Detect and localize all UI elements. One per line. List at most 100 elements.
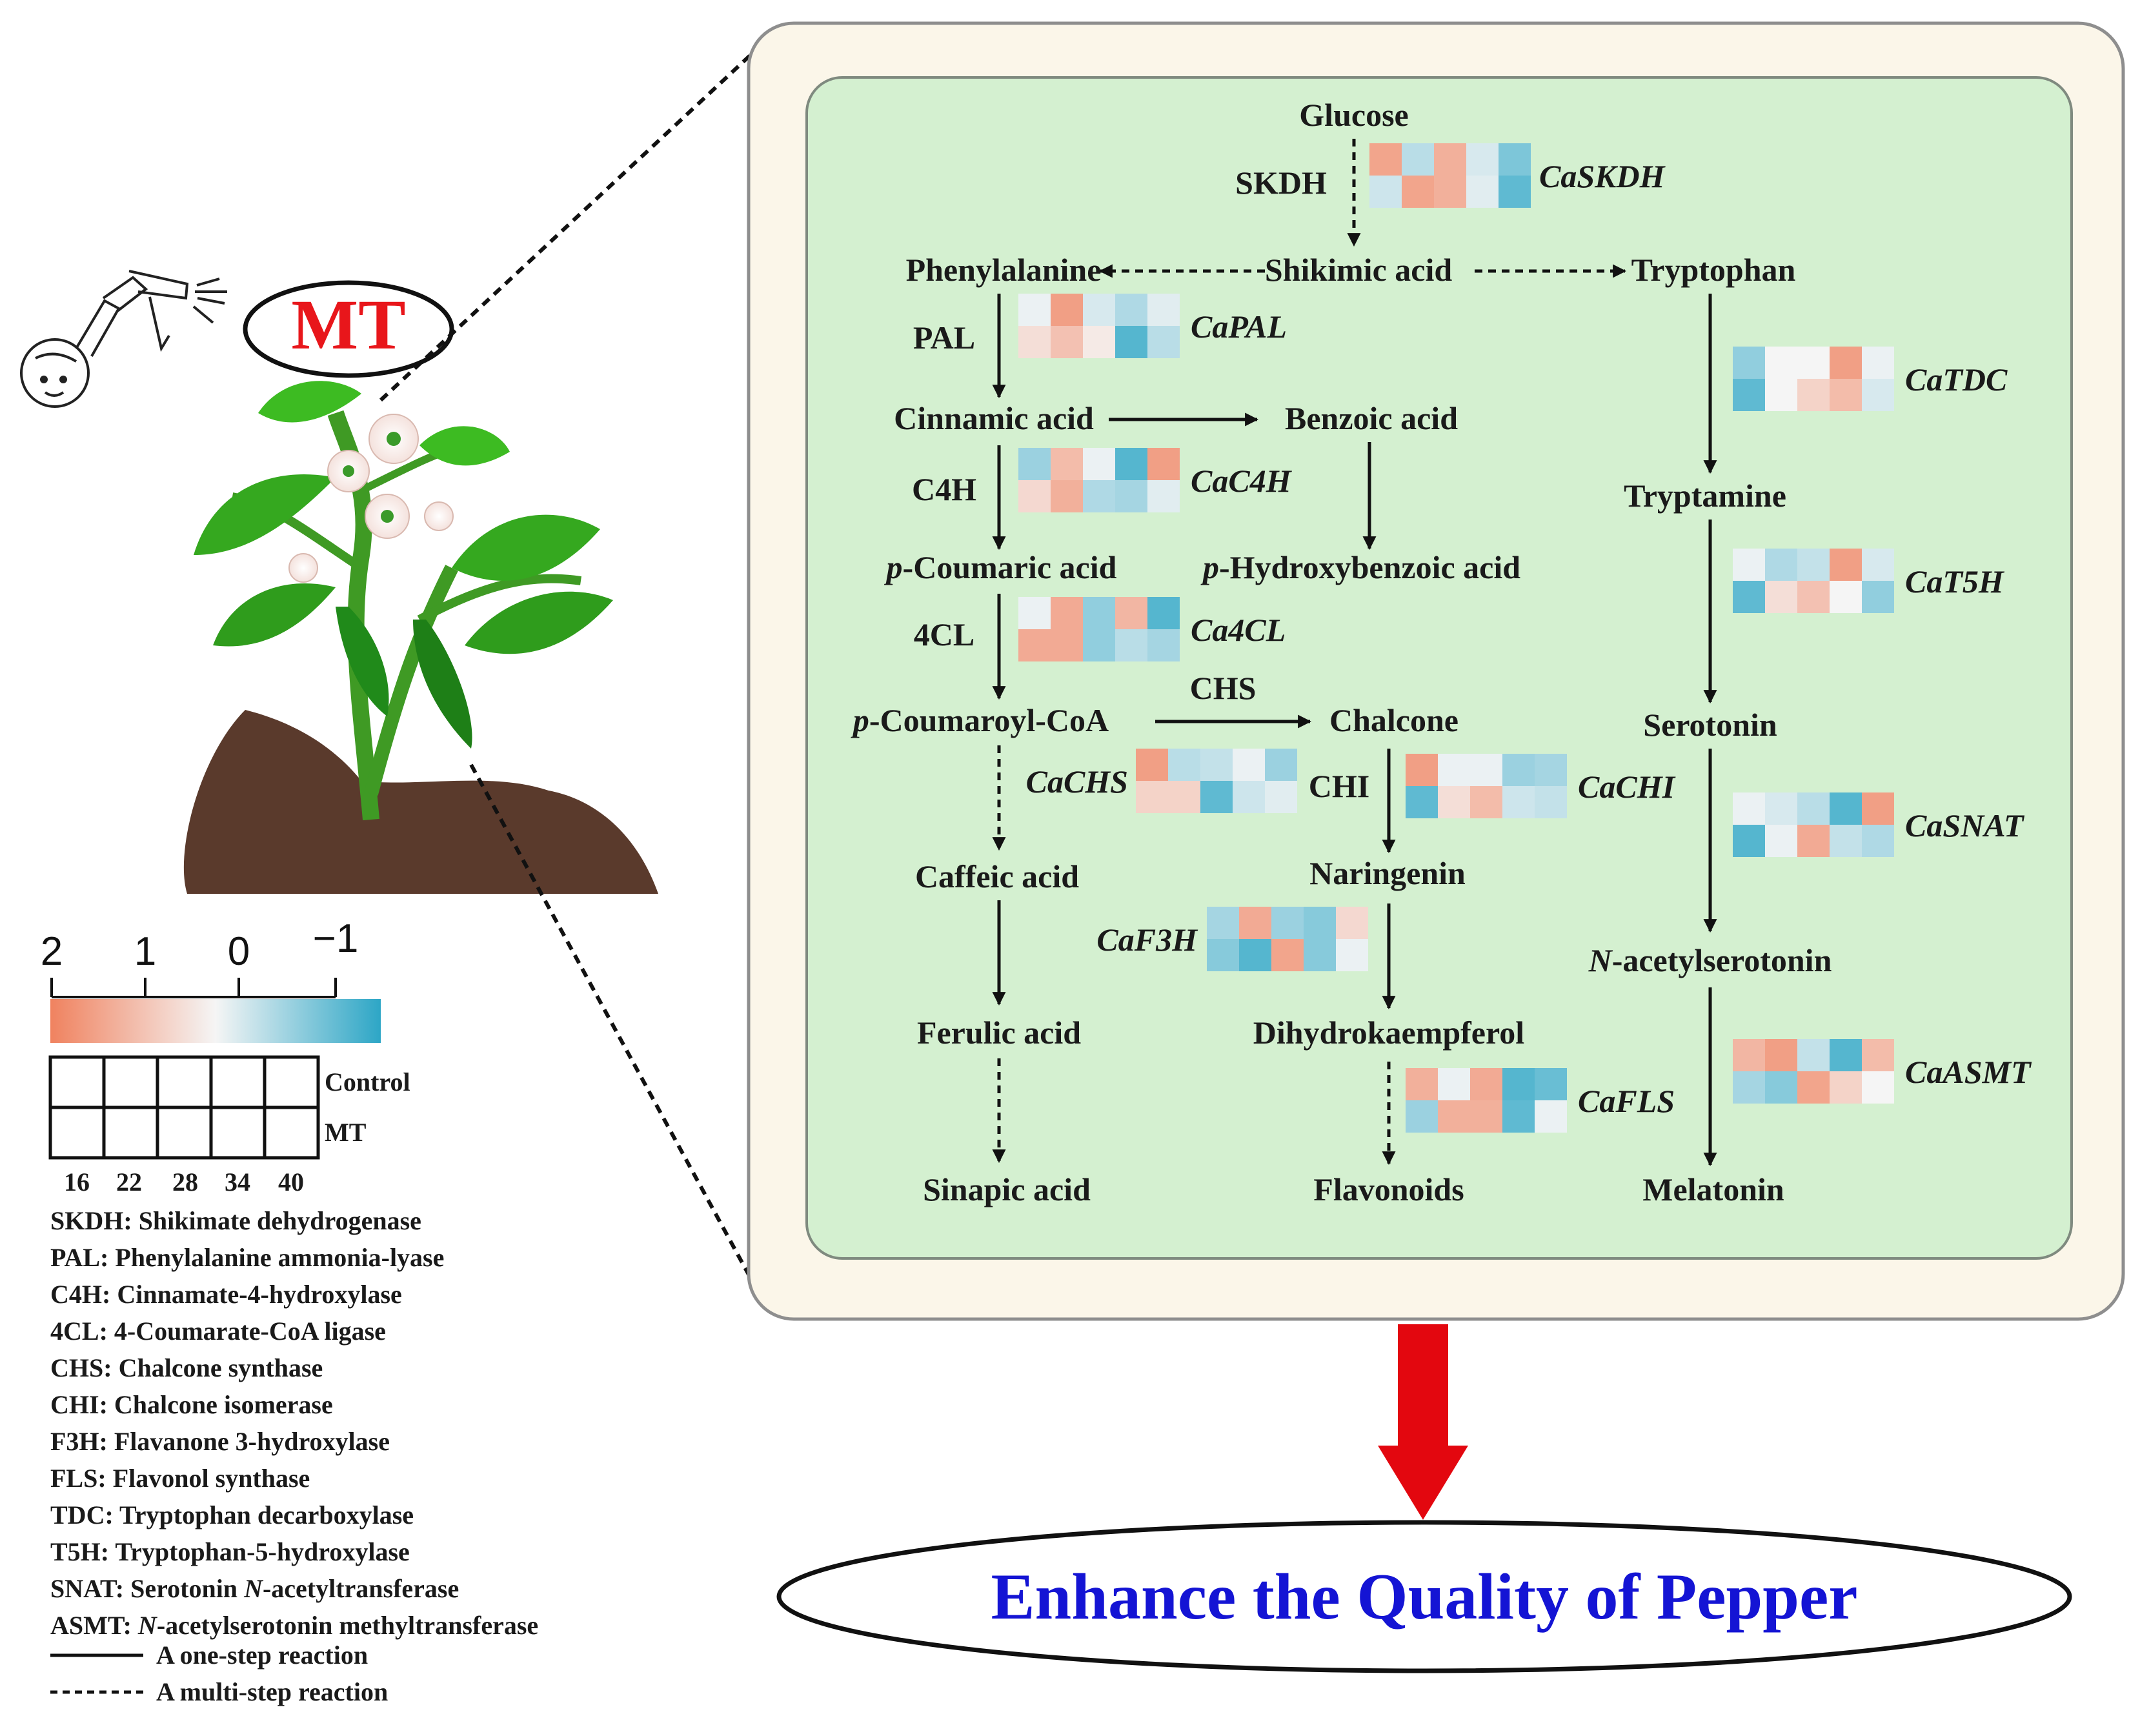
heatmap-casnat: CaSNAT	[1733, 792, 2025, 857]
heatmap-cell	[1470, 1100, 1502, 1133]
heatmap-cell	[1336, 939, 1368, 971]
abbreviation-item: 4CL: 4-Coumarate-CoA ligase	[50, 1317, 386, 1346]
heatmap-cell	[1830, 549, 1862, 581]
heatmap-cell	[1862, 825, 1894, 857]
mt-label: MT	[291, 285, 405, 364]
heatmap-cell	[1862, 549, 1894, 581]
heatmap-cell	[1797, 581, 1830, 613]
gene-label: CaSNAT	[1905, 807, 2025, 843]
heatmap-cell	[1535, 786, 1567, 818]
legend-col-label: 34	[225, 1167, 250, 1196]
metabolite-tryptamine: Tryptamine	[1624, 478, 1786, 514]
heatmap-cell	[1018, 597, 1051, 629]
heatmap-cell	[1406, 1100, 1438, 1133]
metabolite-caffeic-acid: Caffeic acid	[915, 858, 1079, 894]
heatmap-cell	[1733, 581, 1765, 613]
enzyme-c4h: C4H	[912, 471, 976, 507]
legend-col-label: 22	[116, 1167, 142, 1196]
heatmap-cell	[1470, 1068, 1502, 1100]
metabolite-tryptophan: Tryptophan	[1631, 252, 1796, 288]
abbreviation-abbr: 4CL:	[50, 1317, 108, 1346]
heatmap-cachs: CaCHS	[1026, 749, 1297, 813]
heatmap-cell	[1207, 939, 1239, 971]
scale-tick-label: 1	[134, 929, 156, 974]
abbreviation-pre: Cinnamate-4-hydroxylase	[110, 1280, 401, 1309]
gene-label: CaC4H	[1191, 463, 1293, 499]
heatmap-caasmt: CaASMT	[1733, 1039, 2032, 1104]
abbreviation-pre: Chalcone synthase	[112, 1353, 323, 1382]
heatmap-cell	[1018, 480, 1051, 512]
heatmap-cell	[1797, 825, 1830, 857]
metabolite-cinnamic-acid: Cinnamic acid	[894, 400, 1094, 436]
metabolite-labels: Glucose Shikimic acid Phenylalanine Tryp…	[851, 97, 1832, 1207]
metabolite-flavonoids: Flavonoids	[1313, 1171, 1464, 1207]
heatmap-cell	[1499, 143, 1531, 176]
heatmap-cell	[1115, 480, 1147, 512]
abbreviation-item: CHS: Chalcone synthase	[50, 1353, 323, 1382]
abbreviation-abbr: FLS:	[50, 1464, 106, 1493]
abbreviation-abbr: ASMT:	[50, 1611, 132, 1640]
heatmap-ca4cl: Ca4CL	[1018, 597, 1286, 661]
abbreviation-item: SNAT: Serotonin N-acetyltransferase	[50, 1574, 459, 1603]
heatmap-cell	[1136, 749, 1168, 781]
heatmap-cell	[1765, 379, 1797, 411]
spray-bottle-icon	[20, 270, 227, 408]
heatmap-capal: CaPAL	[1018, 294, 1287, 358]
p-prefix: p	[1200, 549, 1219, 585]
abbreviation-abbr: F3H:	[50, 1427, 108, 1456]
metabolite-ferulic-acid: Ferulic acid	[917, 1014, 1081, 1051]
heatmap-cell	[1535, 754, 1567, 786]
enzyme-4cl: 4CL	[914, 616, 974, 652]
legend-multi-step: A multi-step reaction	[156, 1677, 388, 1706]
abbreviation-pre: Tryptophan-5-hydroxylase	[109, 1537, 410, 1566]
abbreviation-abbr: SNAT:	[50, 1574, 124, 1603]
heatmap-cell	[1051, 448, 1083, 480]
heatmap-cell	[1765, 825, 1797, 857]
metabolite-p-hydroxybenzoic-acid: p-Hydroxybenzoic acid	[1200, 549, 1520, 585]
heatmap-cell	[1147, 294, 1180, 326]
heatmap-cafls: CaFLS	[1406, 1068, 1675, 1133]
heatmap-cell	[1200, 749, 1233, 781]
gene-label: CaT5H	[1905, 563, 2005, 600]
abbreviation-pre: Serotonin	[124, 1574, 244, 1603]
heatmap-cell	[1733, 549, 1765, 581]
heatmap-cell	[1733, 825, 1765, 857]
metabolite-glucose: Glucose	[1299, 97, 1408, 133]
enzyme-chs: CHS	[1190, 670, 1257, 706]
heatmap-cell	[1499, 176, 1531, 208]
heatmap-cell	[1147, 326, 1180, 358]
metabolite-naringenin: Naringenin	[1309, 855, 1466, 891]
metabolite-phenylalanine: Phenylalanine	[906, 252, 1102, 288]
enzyme-labels: SKDH PAL C4H 4CL CHS CHI	[912, 165, 1369, 804]
legend-row-mt: MT	[325, 1118, 367, 1147]
heatmap-cell	[1147, 448, 1180, 480]
hydroxybenzoic-text: -Hydroxybenzoic acid	[1219, 549, 1520, 585]
abbreviation-pre: Phenylalanine ammonia-lyase	[108, 1243, 444, 1272]
soil-mound-icon	[183, 710, 658, 894]
heatmap-cell	[1535, 1068, 1567, 1100]
heatmap-cell	[1369, 176, 1402, 208]
zoom-line-top	[379, 37, 770, 402]
heatmap-cell	[1147, 480, 1180, 512]
p-prefix: p	[884, 549, 903, 585]
metabolite-p-coumaric-acid: p-Coumaric acid	[884, 549, 1117, 585]
abbreviation-abbr: TDC:	[50, 1500, 114, 1529]
gene-label: Ca4CL	[1191, 612, 1286, 648]
abbreviation-pre: Chalcone isomerase	[108, 1390, 333, 1419]
heatmap-cell	[1207, 907, 1239, 939]
heatmap-cell	[1233, 781, 1265, 813]
heatmap-cell	[1051, 629, 1083, 661]
abbreviation-ital: N	[137, 1611, 158, 1640]
heatmap-cell	[1438, 786, 1470, 818]
abbreviation-item: C4H: Cinnamate-4-hydroxylase	[50, 1280, 402, 1309]
heatmap-cell	[1502, 1100, 1535, 1133]
heatmap-cell	[1406, 786, 1438, 818]
heatmap-cell	[1830, 379, 1862, 411]
heatmap-cell	[1830, 792, 1862, 825]
heatmap-cell	[1336, 907, 1368, 939]
acetylserotonin-text: -acetylserotonin	[1612, 942, 1832, 978]
heatmap-cell	[1862, 379, 1894, 411]
abbreviation-pre	[132, 1611, 138, 1640]
heatmap-cell	[1470, 754, 1502, 786]
